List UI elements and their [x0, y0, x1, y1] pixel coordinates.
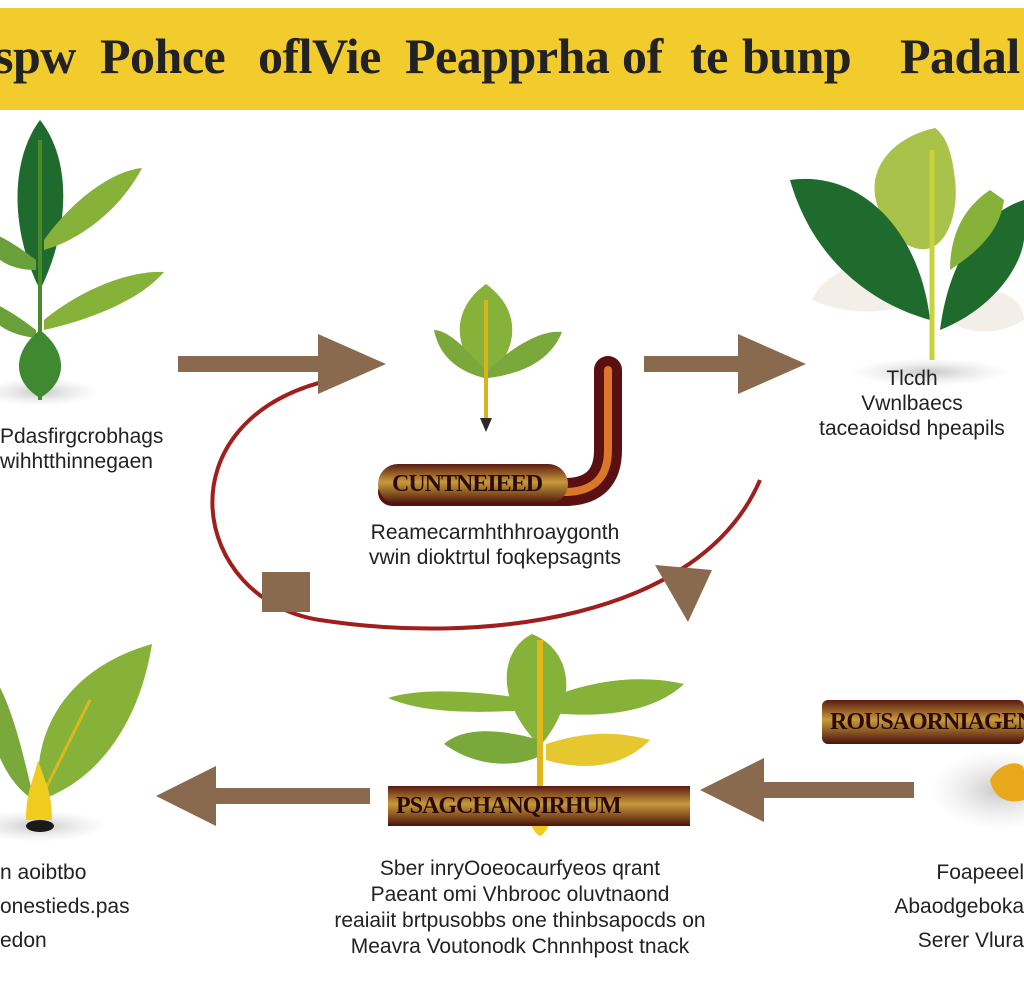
title-part: bunp: [742, 28, 852, 84]
bottom-left-caption: n aoibtbo onestieds.pas edon: [0, 861, 130, 952]
bottom-center-caption: Sber inryOoeocaurfyeos qrant Paeant omi …: [334, 857, 706, 958]
top-left-caption: Pdasfirgcrobhags wihhtthinnegaen: [0, 425, 164, 473]
center-caption: Reamecarmhthhroaygonth vwin dioktrtul fo…: [368, 521, 622, 569]
center-bar: [378, 464, 568, 504]
plant-icon: [0, 644, 152, 842]
bottom-center-bar-label: PSAGCHANQIRHUM: [396, 793, 622, 819]
plant-icon: [434, 284, 562, 432]
arrow-left-icon: [156, 766, 370, 826]
title-part: Padal: [900, 28, 1020, 84]
bottom-right-bar: [822, 700, 1024, 744]
arrow-left-icon: [700, 758, 914, 822]
title-part: spw: [0, 28, 76, 84]
title-part: te: [690, 28, 728, 84]
title-banner: [0, 8, 1024, 110]
arrow-right-icon: [644, 334, 806, 394]
cycle-arrow-icon: [210, 378, 762, 631]
bottom-center-bar: [388, 786, 690, 826]
center-tube: [378, 356, 622, 506]
seed-icon: [930, 750, 1024, 830]
plant-icon: [388, 634, 684, 836]
plant-icon: [790, 128, 1024, 386]
top-right-caption: Tlcdh Vwnlbaecs taceaoidsd hpeapils: [819, 367, 1005, 440]
arrow-right-icon: [178, 334, 386, 394]
bottom-right-caption: Foapeeel Abaodgeboka Serer Vlura: [894, 861, 1024, 952]
center-bar-label: CUNTNEIEED: [392, 471, 543, 497]
page-title: spw Pohce oflVie Peapprha of te bunp Pad…: [0, 28, 1024, 88]
title-part: of: [622, 28, 663, 84]
title-part: oflVie: [258, 28, 381, 84]
plant-icon: [0, 120, 164, 406]
title-part: Pohce: [100, 28, 226, 84]
title-part: Peapprha: [405, 28, 610, 84]
bottom-right-bar-label: ROUSAORNIAGEN: [830, 709, 1024, 735]
